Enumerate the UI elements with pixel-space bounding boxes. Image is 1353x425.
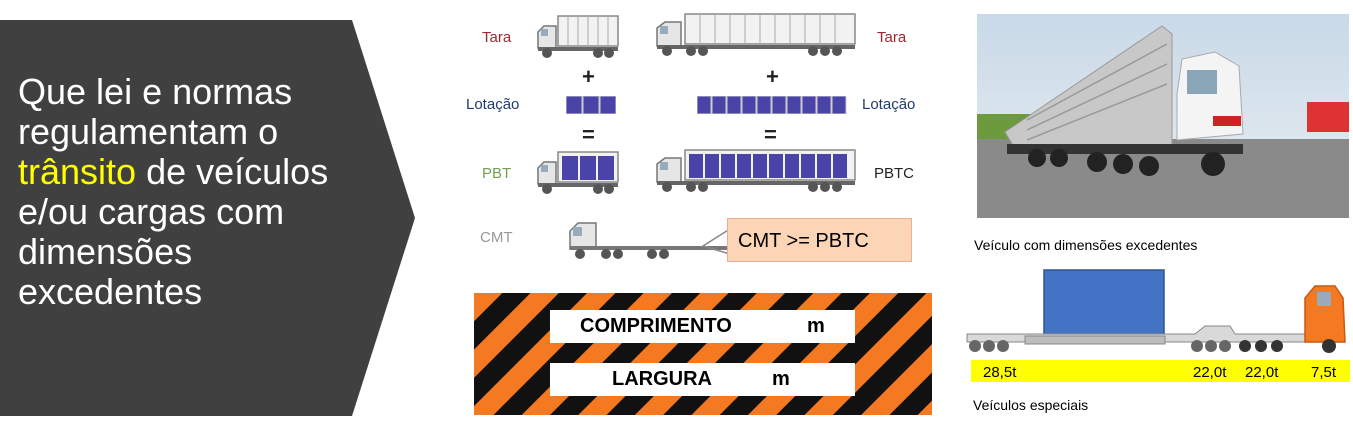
question-panel — [0, 20, 415, 416]
tara-right-label: Tara — [877, 29, 907, 46]
tractor-cab — [1304, 285, 1346, 343]
length-panel: COMPRIMENTO m — [550, 310, 855, 343]
width-unit: m — [772, 368, 790, 390]
oversize-warning-sign: COMPRIMENTO m LARGURA m — [474, 293, 932, 415]
plus-right: + — [766, 64, 779, 89]
axle-load-3: 22,0t — [1245, 364, 1279, 381]
question-highlight: trânsito — [18, 151, 137, 192]
axle-load-4: 7,5t — [1311, 364, 1337, 381]
axle-load-1: 28,5t — [983, 364, 1017, 381]
question-before: Que lei e normas regulamentam o — [18, 71, 293, 152]
cmt-label: CMT — [480, 229, 513, 246]
width-label: LARGURA — [612, 368, 712, 390]
tara-truck-icon — [537, 15, 619, 58]
livestock-truck-photo — [977, 14, 1349, 218]
lotacao-right-label: Lotação — [862, 96, 916, 113]
plus-left: + — [582, 64, 595, 89]
axle-load-2: 22,0t — [1193, 364, 1227, 381]
pbtc-semitrailer-icon — [656, 149, 856, 192]
axle-load-bar — [971, 360, 1350, 382]
lotacao-small-cargo-icon — [566, 96, 616, 114]
tara-semitrailer-icon — [656, 13, 856, 56]
pbt-truck-icon — [537, 151, 619, 194]
cmt-formula-box: CMT >= PBTC — [727, 218, 912, 262]
length-label: COMPRIMENTO — [580, 315, 732, 337]
pbtc-label: PBTC — [874, 165, 915, 182]
pbt-label: PBT — [482, 165, 512, 182]
lotacao-large-cargo-icon — [697, 96, 847, 114]
width-panel: LARGURA m — [550, 363, 855, 396]
special-vehicle-diagram — [966, 269, 1346, 353]
oversize-cargo-block — [1043, 269, 1165, 337]
equals-left: = — [582, 122, 595, 147]
tara-left-label: Tara — [482, 29, 512, 46]
arrow-shape — [0, 20, 415, 416]
special-vehicle-caption: Veículos especiais — [973, 397, 1089, 413]
equals-right: = — [764, 122, 777, 147]
cmt-tractor-icon — [569, 222, 734, 259]
oversize-vehicle-caption: Veículo com dimensões excedentes — [974, 237, 1198, 253]
question-text: Que lei e normas regulamentam o trânsito… — [18, 72, 358, 312]
length-unit: m — [807, 315, 825, 337]
question-after: de veículos e/ou cargas com dimensões ex… — [18, 151, 329, 312]
lotacao-left-label: Lotação — [466, 96, 520, 113]
